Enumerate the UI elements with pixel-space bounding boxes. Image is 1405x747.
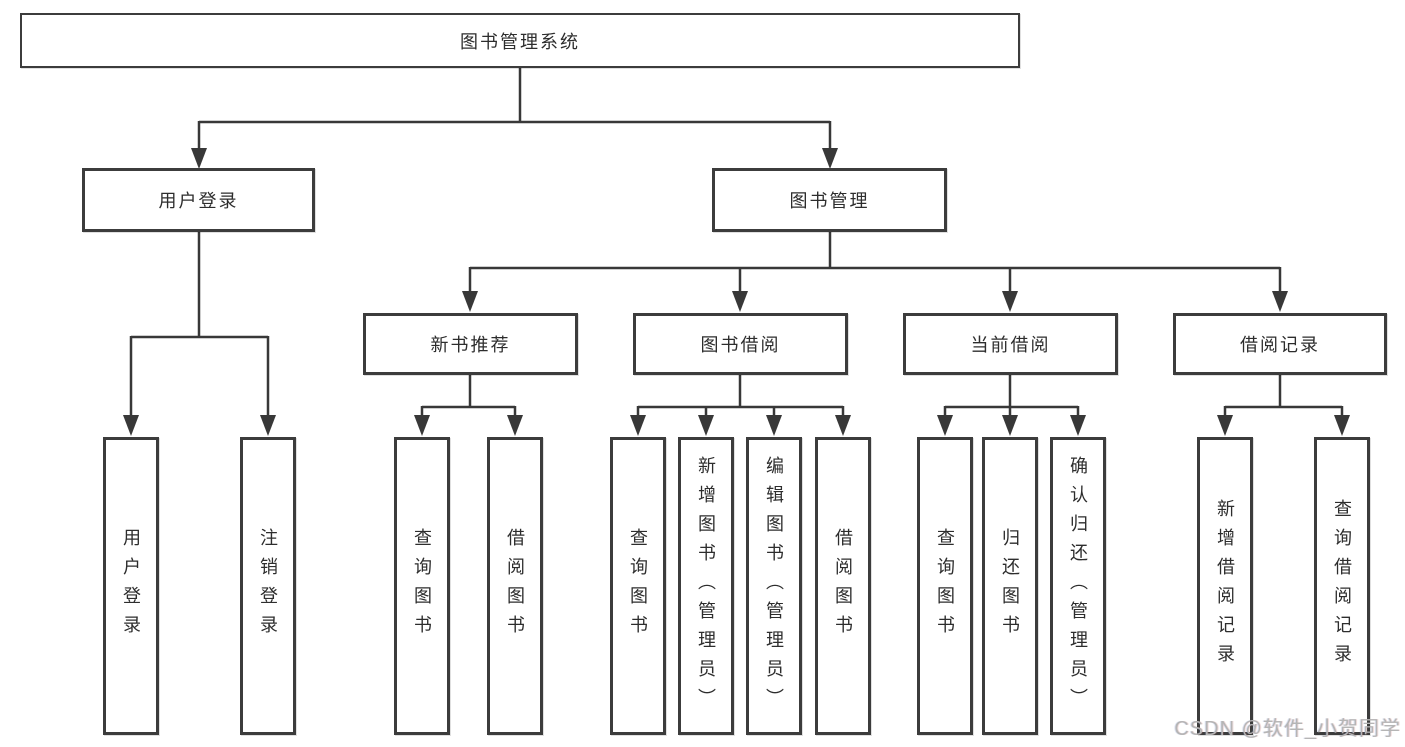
leaf-borrow-books-recommend: 借阅图书: [487, 437, 543, 735]
leaf-add-borrow-record-label: 新增借阅记录: [1215, 499, 1235, 673]
node-user-login-label: 用户登录: [158, 191, 239, 211]
leaf-user-login: 用户登录: [103, 437, 159, 735]
arrow-down-icon: [1002, 291, 1018, 312]
arrow-down-icon: [191, 148, 207, 169]
node-new-book-recommend: 新书推荐: [363, 313, 578, 375]
leaf-return-books: 归还图书: [982, 437, 1038, 735]
leaf-add-book-admin: 新增图书（管理员）: [678, 437, 734, 735]
arrow-down-icon: [414, 415, 430, 436]
arrow-down-icon: [630, 415, 646, 436]
leaf-query-books-current-label: 查询图书: [935, 528, 955, 644]
arrow-down-icon: [1002, 415, 1018, 436]
leaf-query-books-recommend-label: 查询图书: [412, 528, 432, 644]
leaf-query-books-borrowing-label: 查询图书: [628, 528, 648, 644]
leaf-borrow-books-recommend-label: 借阅图书: [505, 528, 525, 644]
leaf-query-books-borrowing: 查询图书: [610, 437, 666, 735]
node-current-borrowing-label: 当前借阅: [970, 335, 1051, 355]
arrow-down-icon: [507, 415, 523, 436]
arrow-down-icon: [937, 415, 953, 436]
arrow-down-icon: [822, 148, 838, 169]
leaf-user-login-label: 用户登录: [121, 528, 141, 644]
node-book-borrowing: 图书借阅: [633, 313, 848, 375]
node-root-label: 图书管理系统: [460, 31, 580, 52]
node-borrowing-records: 借阅记录: [1173, 313, 1387, 375]
leaf-return-books-label: 归还图书: [1000, 528, 1020, 644]
arrow-down-icon: [835, 415, 851, 436]
arrow-down-icon: [123, 415, 139, 436]
leaf-borrow-books-borrowing: 借阅图书: [815, 437, 871, 735]
watermark: CSDN @软件_小贺同学: [1174, 718, 1401, 740]
leaf-query-borrow-record-label: 查询借阅记录: [1332, 499, 1352, 673]
node-book-borrowing-label: 图书借阅: [700, 335, 781, 355]
leaf-confirm-return-admin-label: 确认归还（管理员）: [1068, 455, 1088, 717]
node-current-borrowing: 当前借阅: [903, 313, 1118, 375]
arrowheads: [123, 148, 1350, 436]
node-borrowing-records-label: 借阅记录: [1240, 335, 1320, 355]
arrow-down-icon: [462, 291, 478, 312]
arrow-down-icon: [1217, 415, 1233, 436]
leaf-borrow-books-borrowing-label: 借阅图书: [833, 528, 853, 644]
node-user-login: 用户登录: [82, 168, 315, 232]
leaf-query-books-current: 查询图书: [917, 437, 973, 735]
node-book-management: 图书管理: [712, 168, 947, 232]
arrow-down-icon: [260, 415, 276, 436]
leaf-edit-book-admin-label: 编辑图书（管理员）: [764, 455, 784, 717]
arrow-down-icon: [1334, 415, 1350, 436]
arrow-down-icon: [732, 291, 748, 312]
leaf-add-borrow-record: 新增借阅记录: [1197, 437, 1253, 735]
leaf-edit-book-admin: 编辑图书（管理员）: [746, 437, 802, 735]
leaf-confirm-return-admin: 确认归还（管理员）: [1050, 437, 1106, 735]
leaf-logout: 注销登录: [240, 437, 296, 735]
node-book-management-label: 图书管理: [789, 191, 870, 211]
leaf-query-borrow-record: 查询借阅记录: [1314, 437, 1370, 735]
arrow-down-icon: [1070, 415, 1086, 436]
leaf-query-books-recommend: 查询图书: [394, 437, 450, 735]
node-new-book-recommend-label: 新书推荐: [430, 335, 511, 355]
arrow-down-icon: [766, 415, 782, 436]
arrow-down-icon: [698, 415, 714, 436]
node-root: 图书管理系统: [20, 13, 1020, 68]
arrow-down-icon: [1272, 291, 1288, 312]
leaf-logout-label: 注销登录: [258, 528, 278, 644]
leaf-add-book-admin-label: 新增图书（管理员）: [696, 455, 716, 717]
